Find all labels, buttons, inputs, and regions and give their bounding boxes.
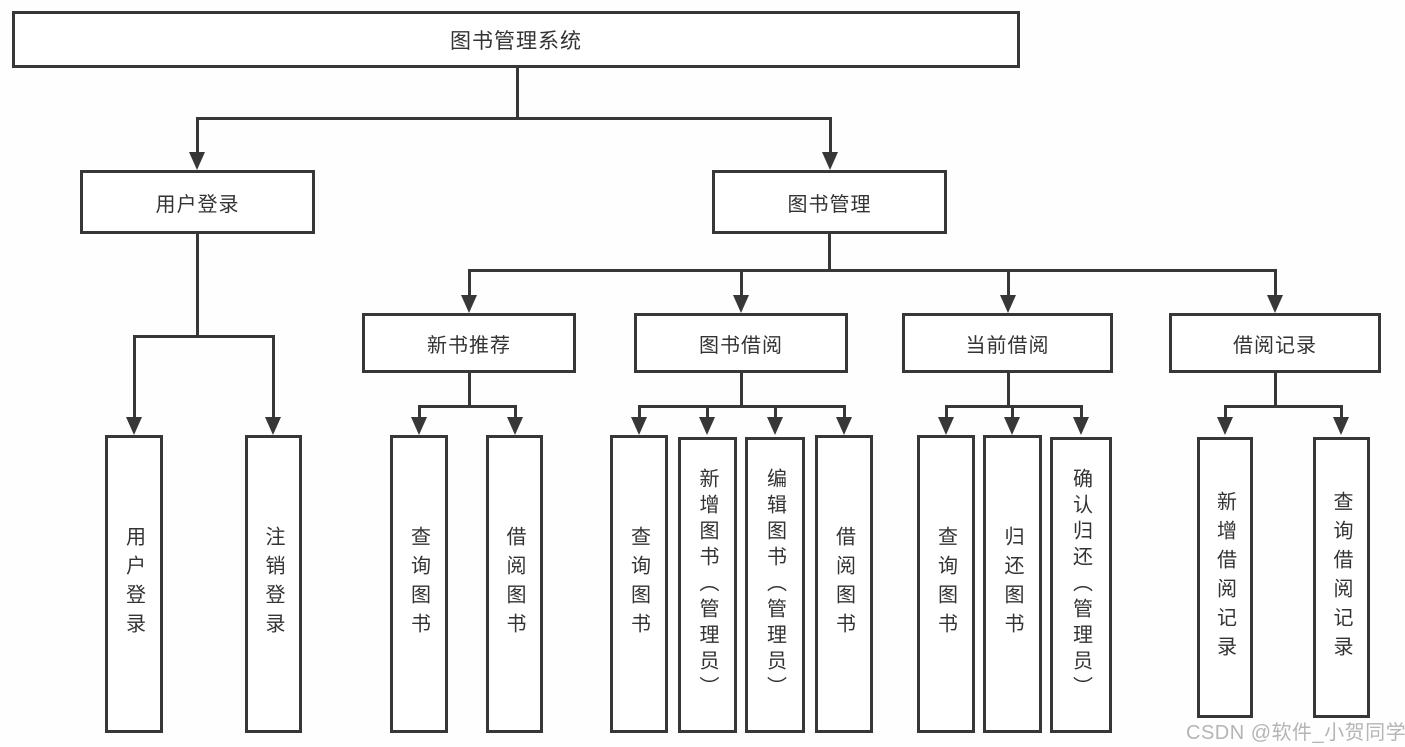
connector-line bbox=[706, 405, 709, 418]
arrowhead-down bbox=[1333, 417, 1349, 435]
leaf-query-borrow-record: 查询借阅记录 bbox=[1313, 437, 1370, 718]
connector-line bbox=[774, 405, 777, 418]
connector-line bbox=[196, 117, 199, 153]
leaf-add-borrow-record: 新增借阅记录 bbox=[1197, 437, 1253, 718]
leaf-borrow-books-borrow-label: 借阅图书 bbox=[832, 526, 855, 642]
connector-line bbox=[272, 335, 275, 418]
connector-line bbox=[196, 234, 199, 337]
connector-line bbox=[516, 68, 519, 118]
leaf-query-books-borrow: 查询图书 bbox=[610, 435, 668, 733]
arrowhead-down bbox=[507, 417, 523, 435]
arrowhead-down bbox=[265, 417, 281, 435]
node-root: 图书管理系统 bbox=[12, 11, 1020, 68]
leaf-query-books-recommend: 查询图书 bbox=[390, 435, 448, 733]
leaf-query-books-current-label: 查询图书 bbox=[934, 526, 957, 642]
leaf-borrow-books-recommend: 借阅图书 bbox=[486, 435, 543, 733]
leaf-add-book-admin: 新增图书（管理员） bbox=[678, 437, 737, 733]
connector-line bbox=[1274, 269, 1277, 296]
arrowhead-down bbox=[461, 295, 477, 313]
arrowhead-down bbox=[699, 417, 715, 435]
leaf-add-borrow-record-label: 新增借阅记录 bbox=[1213, 490, 1236, 665]
leaf-logout-label: 注销登录 bbox=[262, 526, 284, 642]
connector-line bbox=[133, 335, 136, 418]
connector-line bbox=[843, 405, 846, 418]
leaf-user-login: 用户登录 bbox=[105, 435, 163, 733]
leaf-return-books-label: 归还图书 bbox=[1001, 526, 1023, 642]
leaf-query-books-current: 查询图书 bbox=[917, 435, 975, 733]
connector-line bbox=[418, 405, 421, 418]
connector-line bbox=[1224, 405, 1343, 408]
connector-line bbox=[740, 373, 743, 408]
leaf-edit-book-admin-label: 编辑图书（管理员） bbox=[763, 468, 786, 702]
connector-line bbox=[133, 335, 274, 338]
leaf-add-book-admin-label: 新增图书（管理员） bbox=[696, 468, 718, 702]
connector-line bbox=[945, 405, 1083, 408]
leaf-return-books: 归还图书 bbox=[983, 435, 1042, 733]
leaf-logout: 注销登录 bbox=[245, 435, 302, 733]
arrowhead-down bbox=[1217, 417, 1233, 435]
connector-line bbox=[468, 269, 471, 296]
connector-line bbox=[1224, 405, 1227, 418]
connector-line bbox=[1340, 405, 1343, 418]
node-book-borrowing: 图书借阅 bbox=[634, 313, 848, 373]
connector-line bbox=[740, 269, 743, 296]
connector-line bbox=[418, 405, 517, 408]
arrowhead-down bbox=[631, 417, 647, 435]
node-current-borrowing-label: 当前借阅 bbox=[965, 334, 1050, 357]
leaf-confirm-return-admin: 确认归还（管理员） bbox=[1050, 437, 1112, 733]
connector-line bbox=[829, 117, 832, 153]
leaf-borrow-books-borrow: 借阅图书 bbox=[815, 435, 873, 733]
connector-line bbox=[468, 269, 1276, 272]
connector-line bbox=[468, 373, 471, 408]
leaf-query-borrow-record-label: 查询借阅记录 bbox=[1330, 490, 1352, 665]
node-new-book-recommendation-label: 新书推荐 bbox=[427, 334, 511, 357]
connector-line bbox=[196, 117, 832, 120]
leaf-edit-book-admin: 编辑图书（管理员） bbox=[745, 437, 805, 733]
leaf-query-books-recommend-label: 查询图书 bbox=[407, 526, 430, 642]
node-borrowing-records-label: 借阅记录 bbox=[1233, 334, 1317, 357]
arrowhead-down bbox=[733, 295, 749, 313]
node-user-login-label: 用户登录 bbox=[155, 193, 240, 216]
arrowhead-down bbox=[1267, 295, 1283, 313]
node-book-management-label: 图书管理 bbox=[787, 193, 872, 216]
arrowhead-down bbox=[767, 417, 783, 435]
leaf-query-books-borrow-label: 查询图书 bbox=[627, 526, 650, 642]
connector-line bbox=[1007, 269, 1010, 296]
node-current-borrowing: 当前借阅 bbox=[902, 313, 1113, 373]
connector-line bbox=[1007, 373, 1010, 408]
connector-line bbox=[1011, 405, 1014, 418]
node-borrowing-records: 借阅记录 bbox=[1169, 313, 1381, 373]
connector-line bbox=[945, 405, 948, 418]
arrowhead-down bbox=[1004, 417, 1020, 435]
connector-line bbox=[828, 234, 831, 271]
arrowhead-down bbox=[938, 417, 954, 435]
leaf-confirm-return-admin-label: 确认归还（管理员） bbox=[1069, 468, 1092, 702]
leaf-user-login-label: 用户登录 bbox=[122, 526, 145, 642]
arrowhead-down bbox=[836, 417, 852, 435]
connector-line bbox=[1080, 405, 1083, 418]
arrowhead-down bbox=[1000, 295, 1016, 313]
node-book-borrowing-label: 图书借阅 bbox=[699, 334, 783, 357]
node-root-label: 图书管理系统 bbox=[450, 29, 582, 53]
arrowhead-down bbox=[126, 417, 142, 435]
connector-line bbox=[1274, 373, 1277, 408]
leaf-borrow-books-recommend-label: 借阅图书 bbox=[503, 526, 525, 642]
arrowhead-down bbox=[411, 417, 427, 435]
arrowhead-down bbox=[822, 152, 838, 170]
node-new-book-recommendation: 新书推荐 bbox=[362, 313, 576, 373]
connector-line bbox=[638, 405, 846, 408]
connector-line bbox=[638, 405, 641, 418]
arrowhead-down bbox=[189, 152, 205, 170]
csdn-watermark: CSDN @软件_小贺同学 bbox=[1186, 722, 1405, 744]
node-user-login: 用户登录 bbox=[80, 170, 315, 234]
arrowhead-down bbox=[1073, 417, 1089, 435]
node-book-management: 图书管理 bbox=[712, 170, 947, 234]
connector-line bbox=[514, 405, 517, 418]
